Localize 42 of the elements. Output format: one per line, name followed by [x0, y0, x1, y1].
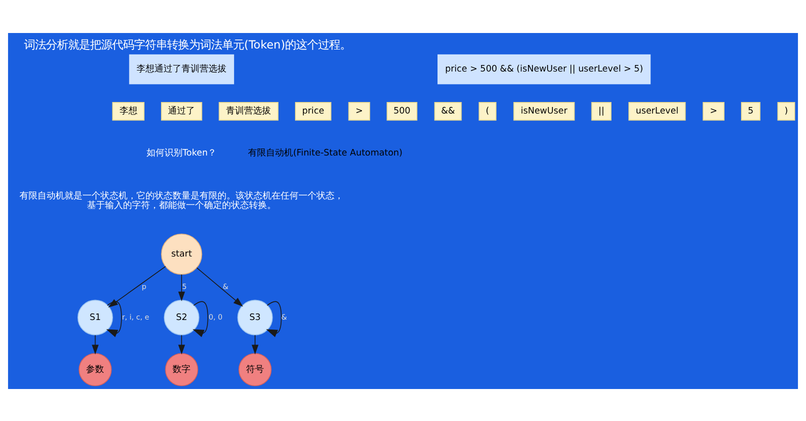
label: 如何识别Token？ [146, 148, 217, 158]
arrow [106, 300, 122, 337]
label: 有限自动机(Finite-State Automaton) [248, 148, 403, 158]
node-box: userLevel [628, 102, 686, 120]
node-circle: S3 [237, 299, 273, 335]
node-box: price > 500 && (isNewUser || userLevel > 5) [438, 54, 651, 84]
arrow [252, 334, 258, 354]
arrow [178, 274, 185, 301]
arrow [192, 300, 208, 337]
node-circle: 数字 [165, 352, 198, 386]
arrow [196, 266, 244, 306]
edge-label: p [142, 282, 146, 291]
edge-label: 5 [182, 282, 187, 291]
arrow [266, 300, 282, 337]
node-box: ) [777, 102, 796, 120]
node-box: > [348, 102, 370, 120]
edge-label: & [281, 312, 287, 321]
node-box: && [434, 102, 462, 120]
label: 有限自动机就是一个状态机，它的状态数量是有限的。该状态机在任何一个状态，基于输入的字符，都能做一个确定的状态转换。 [20, 190, 344, 211]
node-box: ( [478, 102, 496, 120]
edge-label: r, i, c, e [122, 312, 150, 321]
node-box: 青训营选拔 [218, 102, 278, 120]
node-box: 500 [386, 102, 418, 120]
node-box: price [295, 102, 332, 120]
node-box: 李想通过了青训营选拔 [129, 54, 234, 84]
node-box: isNewUser [513, 102, 575, 120]
diagram-title: 词法分析就是把源代码字符串转换为词法单元(Token)的这个过程。 [24, 38, 352, 51]
edge-label: & [222, 282, 228, 291]
node-box: 李想 [112, 102, 144, 120]
node-box: || [591, 102, 612, 120]
node-box: > [702, 102, 724, 120]
node-box: 5 [741, 102, 760, 120]
node-circle: 参数 [78, 352, 112, 386]
edge-label: 0, 0 [208, 312, 222, 321]
arrow [108, 266, 166, 307]
node-box: 通过了 [161, 102, 202, 120]
arrow [178, 334, 185, 354]
node-circle: start [161, 233, 202, 274]
node-circle: S2 [164, 299, 200, 335]
arrow [92, 334, 99, 354]
node-circle: S1 [77, 299, 113, 335]
node-circle: 符号 [238, 352, 272, 386]
